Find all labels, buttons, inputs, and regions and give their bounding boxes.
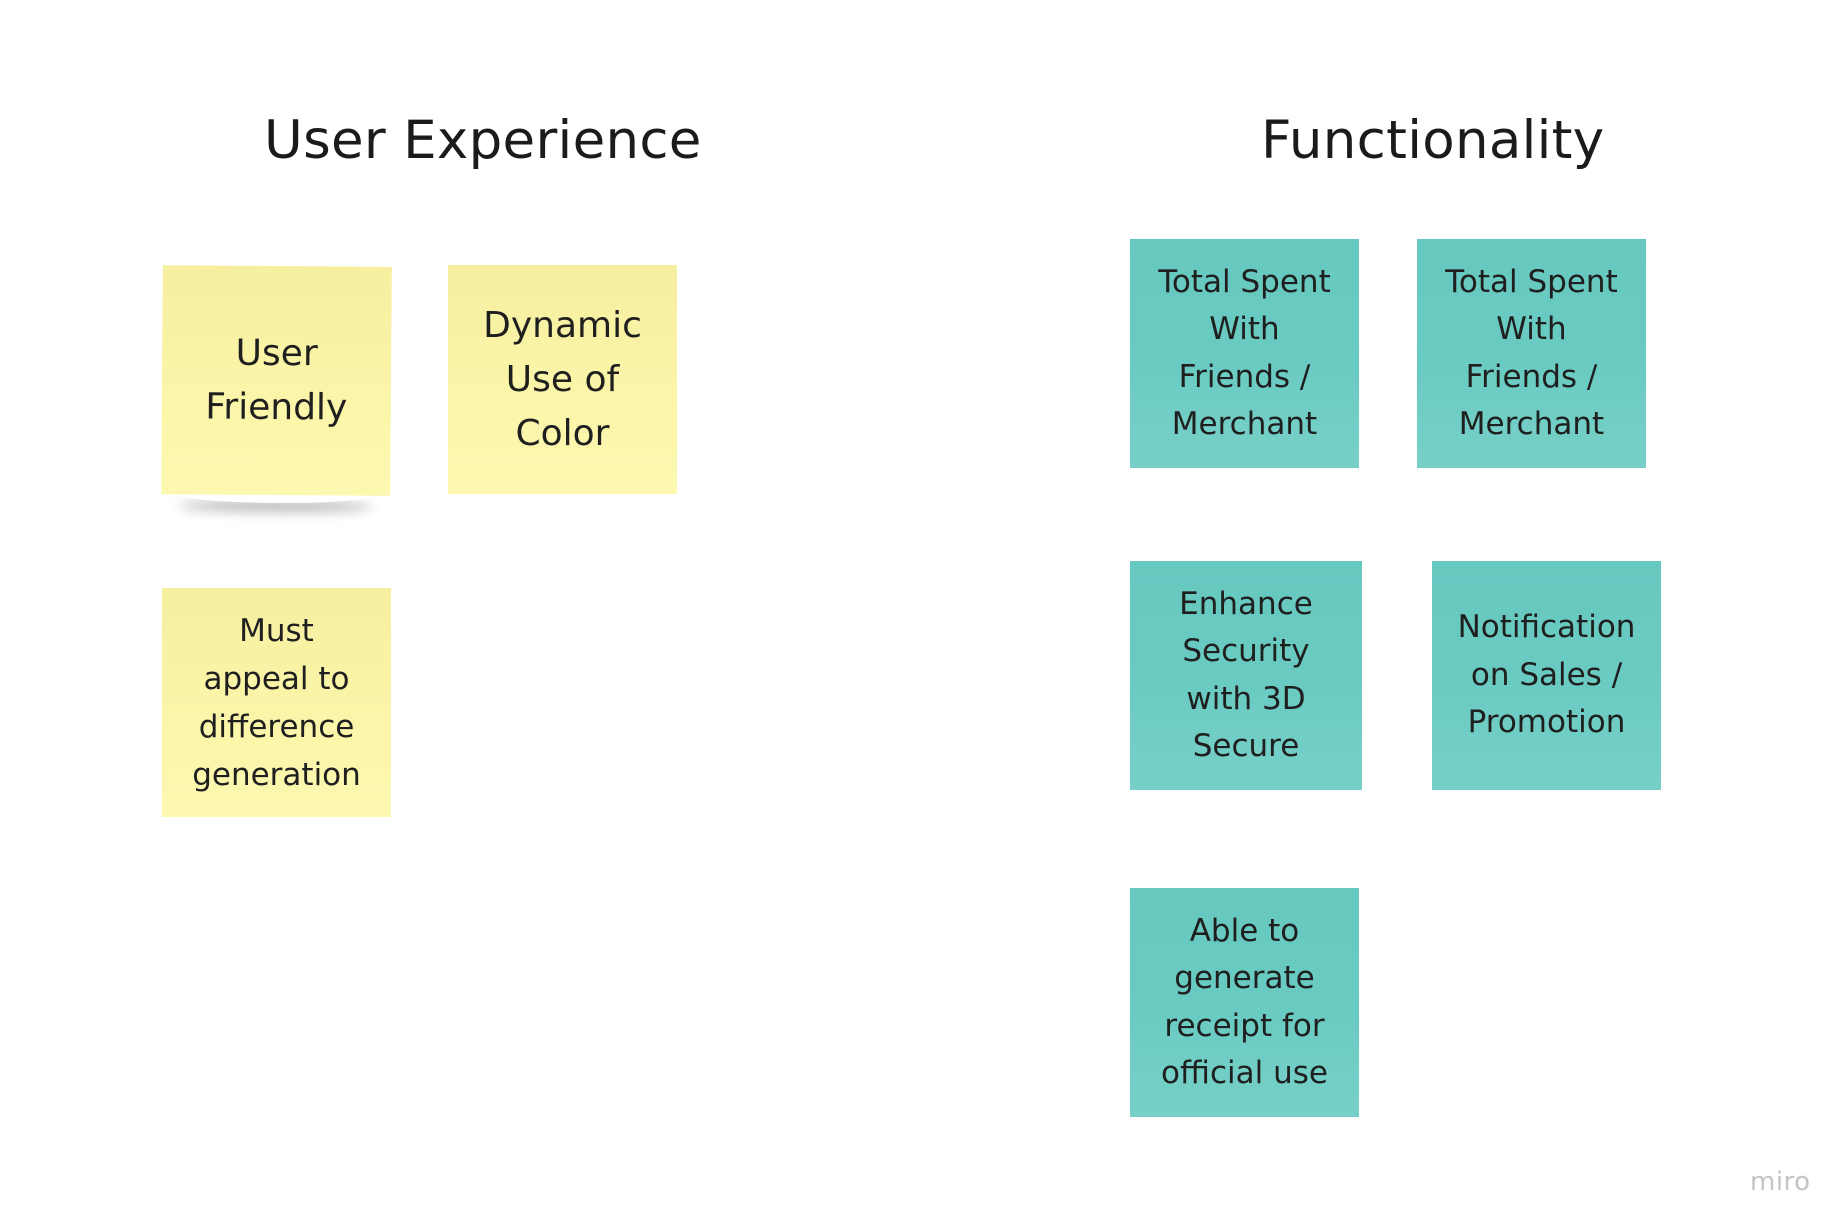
sticky-note-total-spent-1[interactable]: Total Spent With Friends / Merchant — [1130, 239, 1359, 468]
sticky-note-user-friendly[interactable]: User Friendly — [161, 265, 392, 496]
sticky-note-text: Notification on Sales / Promotion — [1457, 609, 1636, 741]
miro-logo: miro — [1750, 1167, 1811, 1197]
sticky-note-receipt[interactable]: Able to generate receipt for official us… — [1130, 888, 1359, 1117]
sticky-note-text: Able to generate receipt for official us… — [1161, 912, 1328, 1092]
sticky-note-text: Total Spent With Friends / Merchant — [1158, 263, 1331, 443]
sticky-note-text: Dynamic Use of Color — [483, 304, 642, 454]
sticky-note-text: User Friendly — [205, 332, 348, 428]
sticky-note-text: Total Spent With Friends / Merchant — [1445, 263, 1618, 443]
sticky-note-enhance-security[interactable]: Enhance Security with 3D Secure — [1130, 561, 1362, 790]
sticky-note-must-appeal[interactable]: Must appeal to difference generation — [162, 588, 391, 817]
sticky-note-notification[interactable]: Notification on Sales / Promotion — [1432, 561, 1661, 790]
sticky-note-text: Enhance Security with 3D Secure — [1179, 585, 1313, 765]
sticky-note-text: Must appeal to difference generation — [192, 612, 361, 793]
user-experience-heading: User Experience — [264, 110, 702, 171]
functionality-heading: Functionality — [1261, 110, 1605, 171]
sticky-note-total-spent-2[interactable]: Total Spent With Friends / Merchant — [1417, 239, 1646, 468]
sticky-note-dynamic-use-of-color[interactable]: Dynamic Use of Color — [448, 265, 677, 494]
